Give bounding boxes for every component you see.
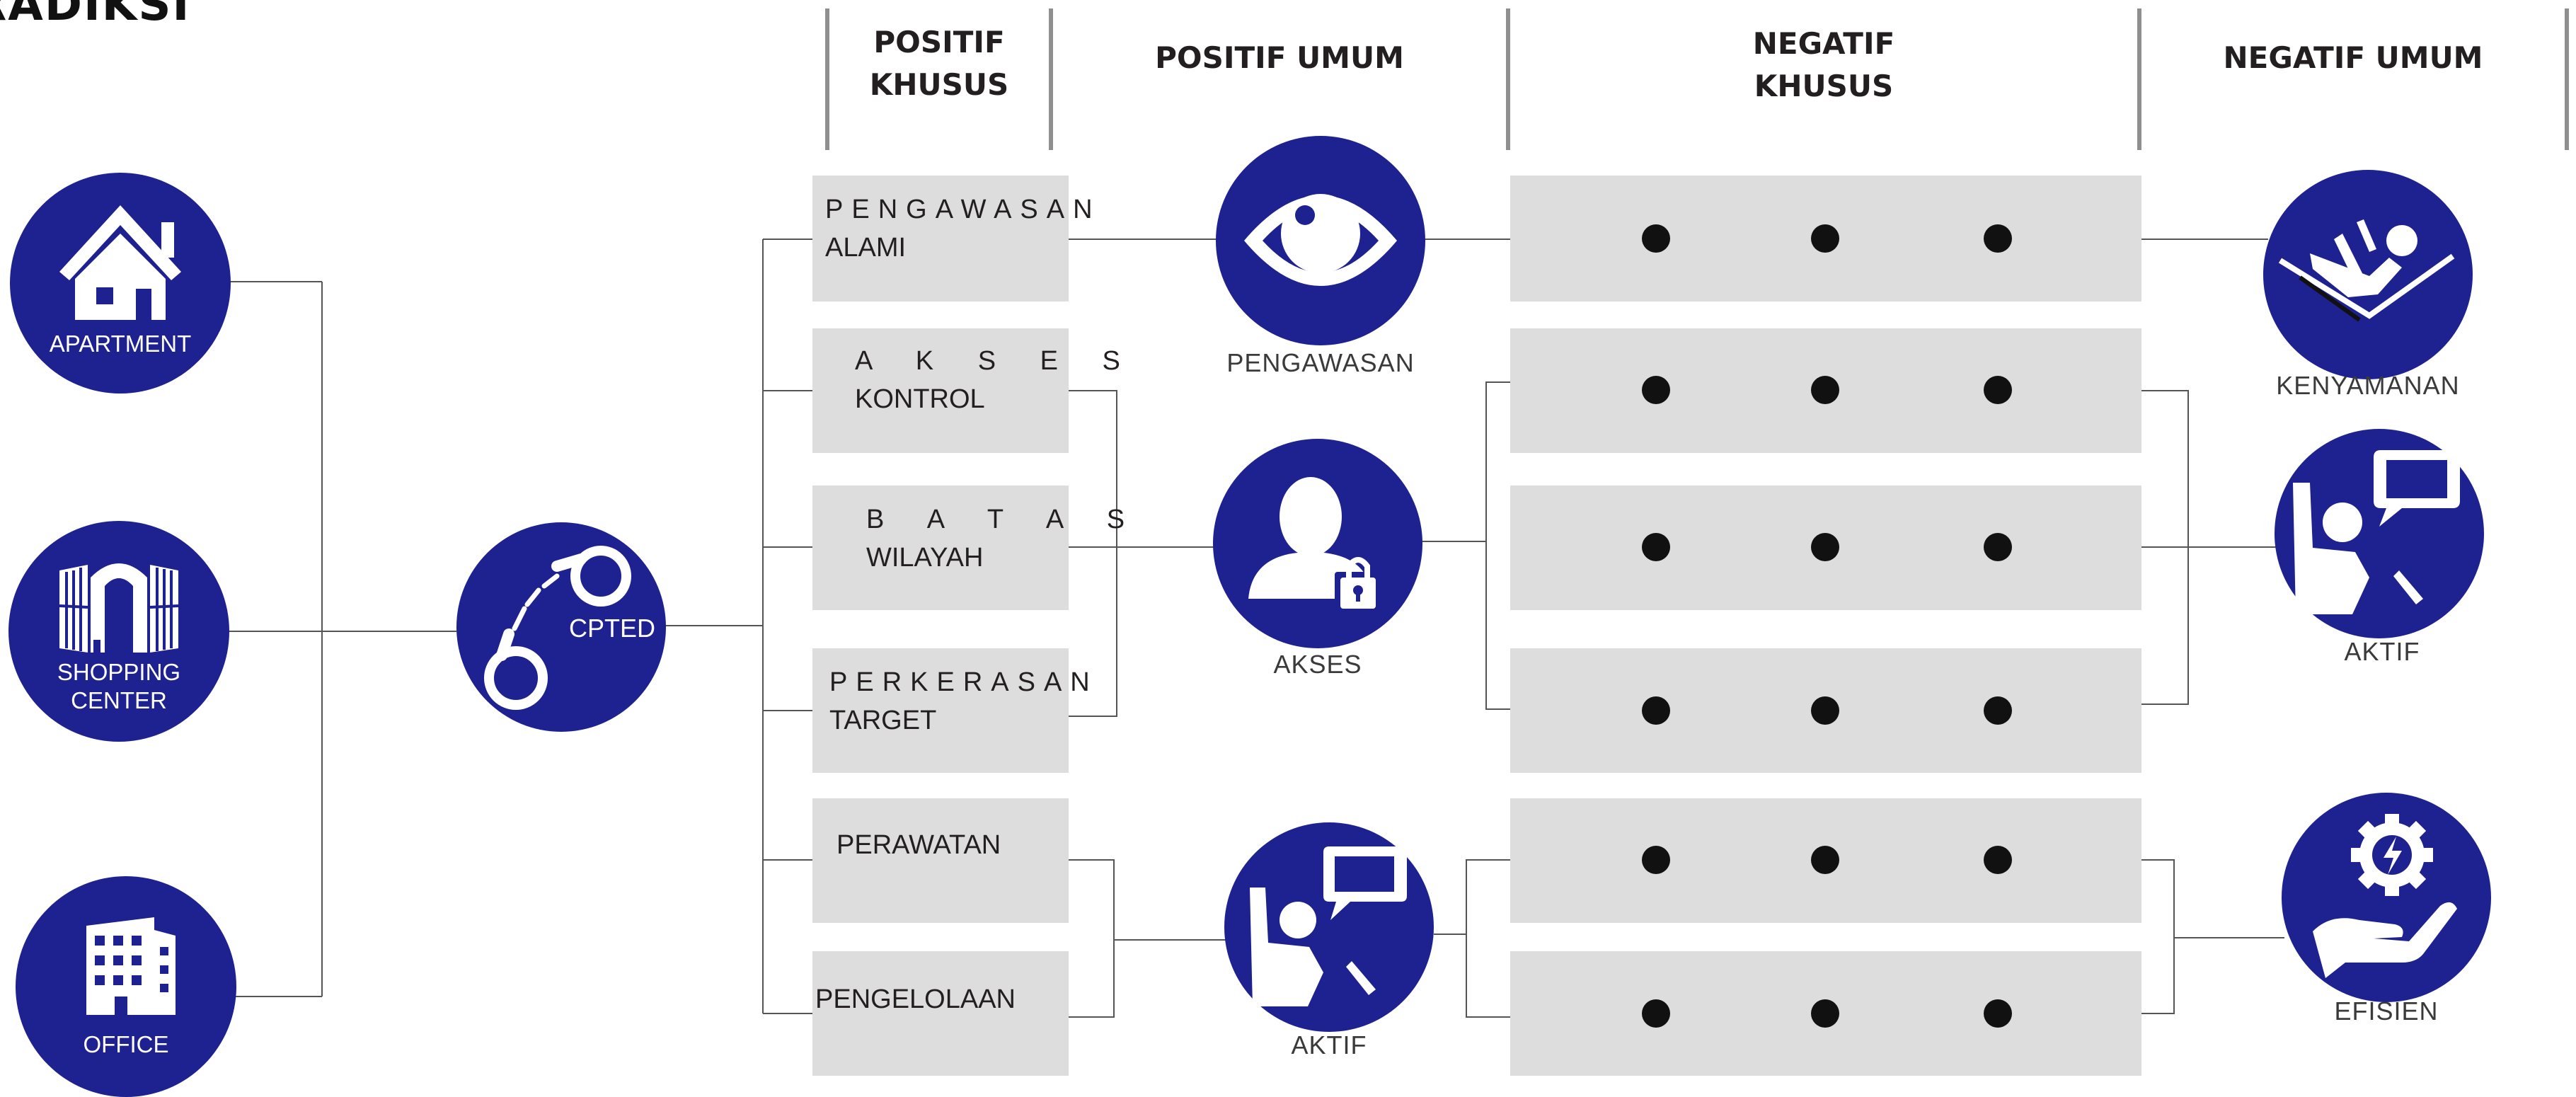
column-divider (1049, 8, 1053, 150)
office-node: OFFICE (16, 876, 236, 1097)
user-lock-icon (1248, 477, 1380, 613)
bullet-dot (1811, 696, 1839, 725)
box-perawatan (812, 798, 1069, 923)
box-label-line1: B A T A S (866, 505, 1144, 534)
shopping-center-icon (59, 563, 179, 653)
gear-hand-icon (2313, 814, 2457, 978)
bullet-dot (1811, 376, 1839, 404)
header-positif-umum: POSITIF UMUM (1155, 40, 1404, 75)
akses-label: AKSES (1273, 650, 1362, 679)
box-label-line1: PENGAWASAN (825, 195, 1101, 224)
column-divider (2137, 8, 2141, 150)
box-label-line1: PENGELOLAAN (815, 984, 1016, 1014)
apartment-node: APARTMENT (10, 173, 231, 394)
efisien-label: EFISIEN (2334, 997, 2439, 1026)
column-divider (2565, 8, 2569, 150)
box-label-line1: PERKERASAN (829, 667, 1098, 697)
relaxing-recliner-icon (2278, 219, 2455, 322)
column-divider (825, 8, 829, 150)
kenyamanan-label: KENYAMANAN (2276, 371, 2460, 400)
akses-node (1213, 439, 1422, 648)
box-pengawasan-alami (812, 176, 1069, 301)
cpted-label: CPTED (568, 614, 655, 643)
box-label-line2: ALAMI (825, 233, 907, 263)
box-label-line1: PERAWATAN (836, 830, 1001, 860)
office-building-icon (86, 917, 176, 1015)
shopping-center-label: SHOPPING CENTER (57, 659, 181, 713)
header-negatif-umum: NEGATIF UMUM (2223, 40, 2483, 75)
apartment-label: APARTMENT (49, 331, 192, 357)
bullet-dot (1811, 224, 1839, 253)
column-divider (1506, 8, 1510, 150)
header-negatif-khusus: NEGATIF KHUSUS (1752, 26, 1895, 103)
active-participation-icon (2293, 450, 2460, 614)
box-batas-wilayah (812, 486, 1069, 610)
kenyamanan-node (2263, 170, 2473, 379)
bullet-dot (1642, 696, 1670, 725)
aktif-negatif-node (2275, 429, 2484, 638)
bullet-dot (1642, 376, 1670, 404)
box-label-line1: A K S E S (855, 346, 1139, 376)
bullet-dot (1984, 533, 2012, 561)
header-positif-khusus: POSITIF KHUSUS (869, 25, 1009, 102)
box-label-line2: KONTROL (855, 384, 985, 414)
bullet-dot (1642, 999, 1670, 1028)
bullet-dot (1984, 696, 2012, 725)
aktif-negatif-label: AKTIF (2344, 637, 2420, 666)
bullet-dot (1642, 224, 1670, 253)
eye-icon (1244, 194, 1397, 286)
bullet-dot (1811, 533, 1839, 561)
box-pengelolaan (812, 951, 1069, 1076)
aktif-node (1224, 822, 1434, 1032)
box-label-line2: WILAYAH (866, 543, 984, 573)
page-title: RADIKSI (0, 0, 191, 31)
efisien-node (2282, 793, 2491, 1002)
bullet-dot (1811, 999, 1839, 1028)
bullet-dot (1984, 224, 2012, 253)
box-perkerasan-target (812, 648, 1069, 773)
bullet-dot (1642, 533, 1670, 561)
bullet-dot (1811, 846, 1839, 874)
box-akses-kontrol (812, 328, 1069, 453)
bullet-dot (1984, 999, 2012, 1028)
active-participation-icon (1250, 846, 1407, 1006)
bullet-dot (1642, 846, 1670, 874)
pengawasan-node (1216, 136, 1425, 345)
pengawasan-label: PENGAWASAN (1226, 348, 1415, 377)
house-icon (59, 205, 181, 320)
handcuffs-icon (484, 546, 631, 710)
cpted-node: CPTED (456, 522, 666, 732)
shopping-center-node: SHOPPING CENTER (8, 521, 229, 742)
aktif-label: AKTIF (1291, 1030, 1367, 1059)
bullet-dot (1984, 376, 2012, 404)
office-label: OFFICE (83, 1031, 169, 1057)
box-label-line2: TARGET (829, 706, 937, 735)
bullet-dot (1984, 846, 2012, 874)
